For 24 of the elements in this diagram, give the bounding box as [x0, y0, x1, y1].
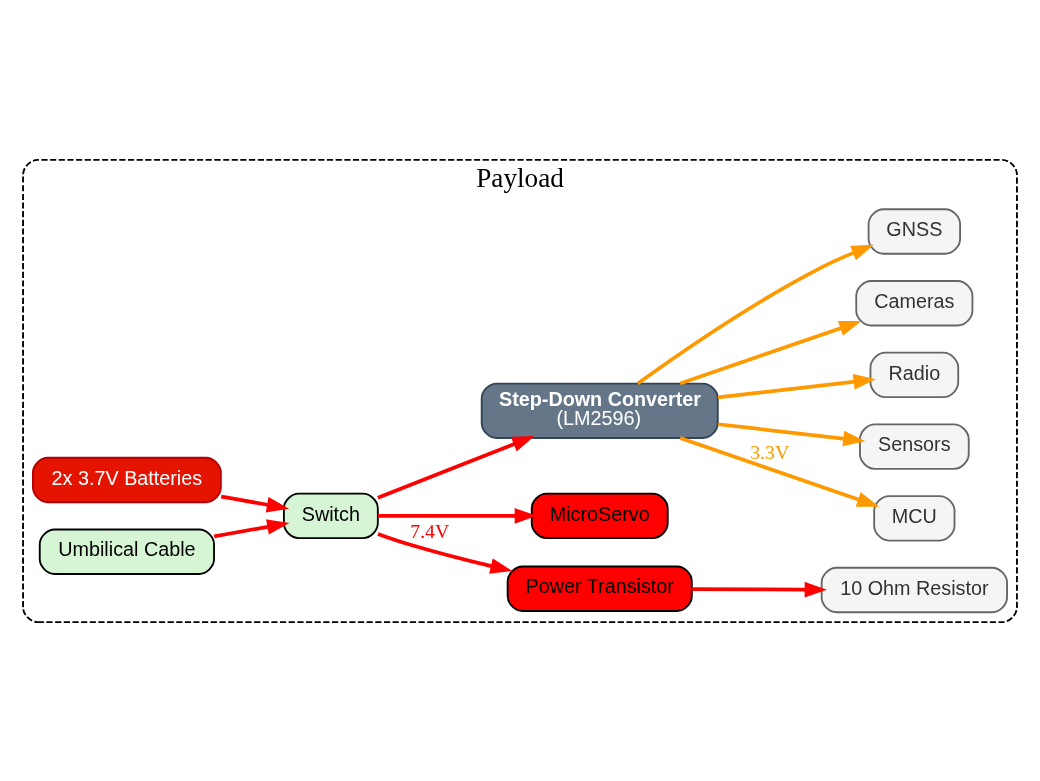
node-box: Step-Down Converter (LM2596): [480, 382, 719, 439]
arrow: [679, 320, 862, 385]
arrow: [679, 435, 880, 507]
node-box: Switch: [282, 492, 379, 539]
arrow: [717, 373, 876, 399]
arrow: [213, 518, 290, 538]
arrow: [692, 581, 827, 597]
arrow: [636, 244, 874, 385]
edge-label: 3.3V: [750, 440, 790, 463]
node-box: Power Transistor: [506, 565, 693, 612]
node-box: GNSS: [867, 207, 961, 255]
arrow: [220, 494, 290, 512]
arrow: [377, 435, 535, 499]
node-box: MCU: [873, 494, 956, 541]
node-box: Umbilical Cable: [38, 528, 215, 575]
node-box: Sensors: [859, 422, 970, 470]
node-box: MicroServo: [530, 492, 669, 539]
node-box: Cameras: [855, 279, 974, 326]
arrow: [377, 531, 513, 574]
arrow: [717, 421, 866, 446]
node-box: 10 Ohm Resistor: [820, 566, 1008, 613]
node-box: 2x 3.7V Batteries: [32, 456, 222, 503]
edge-label: 7.4V: [410, 519, 450, 542]
node-box: Radio: [869, 351, 960, 398]
